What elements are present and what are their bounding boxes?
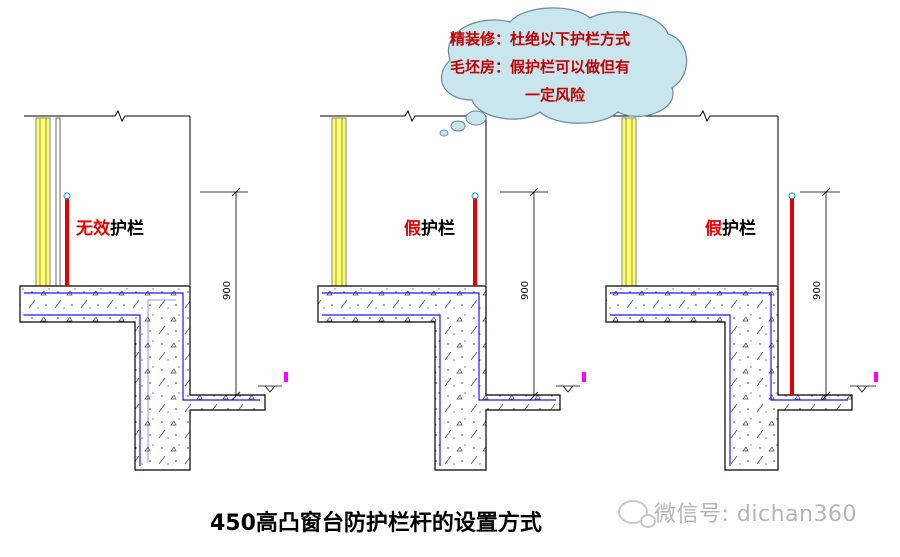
railing-label: 假护栏 (705, 218, 756, 239)
railing-label: 假护栏 (404, 218, 455, 239)
concrete-sill (317, 285, 561, 471)
window-frame (331, 117, 347, 289)
level-marker (582, 372, 586, 382)
window-frame (621, 117, 637, 289)
level-marker (284, 372, 288, 382)
panel-fake-railing-2: 900 假护栏 (605, 109, 878, 471)
railing-cap (471, 192, 479, 200)
level-marker (874, 372, 878, 382)
watermark-text: 微信号: dichan360 (654, 502, 857, 527)
railing-cap (788, 192, 796, 200)
dimension-label: 900 (520, 281, 531, 300)
window-frame (35, 117, 51, 289)
dimension-label: 900 (222, 281, 233, 300)
watermark: 微信号: dichan360 (618, 496, 857, 528)
railing-cap (63, 192, 71, 200)
railing-post (65, 198, 69, 286)
bubble-line-1: 精装修：杜绝以下护栏方式 (450, 30, 630, 48)
railing-post (790, 198, 794, 396)
railing-post (473, 198, 477, 286)
panel-fake-railing-1: 900 假护栏 (317, 109, 586, 471)
bubble-line-2: 毛坯房：假护栏可以做但有 (450, 58, 630, 76)
dimension-label: 900 (812, 281, 823, 300)
wechat-icon (618, 500, 656, 528)
bubble-line-3: 一定风险 (525, 86, 586, 104)
diagram-caption: 450高凸窗台防护栏杆的设置方式 (210, 511, 542, 536)
thought-bubble: 精装修：杜绝以下护栏方式 毛坯房：假护栏可以做但有 一定风险 (439, 7, 688, 137)
concrete-sill (605, 285, 853, 471)
concrete-sill (19, 285, 266, 471)
panel-invalid-railing: 900 无效护栏 (19, 109, 288, 471)
railing-label: 无效护栏 (75, 218, 144, 239)
